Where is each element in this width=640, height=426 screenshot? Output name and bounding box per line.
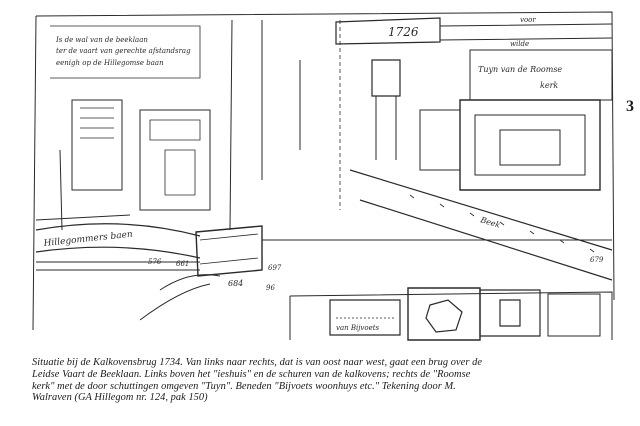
beek-road bbox=[349, 169, 613, 281]
measure-96: 96 bbox=[266, 284, 275, 292]
bridge bbox=[195, 225, 263, 277]
road-lines bbox=[229, 19, 301, 231]
church-building bbox=[419, 99, 601, 191]
bijvoets-buildings bbox=[289, 287, 613, 341]
note-line-2: ter de vaart van gerechte afstandsrag bbox=[56, 47, 191, 55]
top-right-label-2: wilde bbox=[510, 40, 529, 48]
left-road-label: Hillegommers baen bbox=[42, 230, 133, 249]
note-line-3: eenigh op de Hillegomse baan bbox=[56, 59, 164, 67]
tuyn-area bbox=[469, 49, 613, 101]
year-box bbox=[335, 17, 441, 45]
small-building bbox=[371, 59, 401, 97]
canal-lines bbox=[36, 239, 612, 271]
top-right-label-1: voor bbox=[520, 16, 536, 24]
note-line-1: Is de wal van de beeklaan bbox=[55, 36, 148, 44]
measure-679: 679 bbox=[590, 256, 604, 264]
lower-canal bbox=[139, 274, 221, 321]
tuyn-label-1: Tuyn van de Roomse bbox=[478, 65, 562, 74]
caption-line-1: Situatie bij de Kalkovensbrug 1734. Van … bbox=[32, 357, 482, 368]
top-fence bbox=[439, 23, 613, 41]
measure-697: 697 bbox=[268, 264, 282, 272]
beek-label: Beek bbox=[478, 215, 501, 230]
measure-576: 576 bbox=[148, 258, 162, 266]
note-box bbox=[50, 25, 201, 79]
map-frame bbox=[32, 11, 615, 331]
tuyn-label-2: kerk bbox=[540, 81, 558, 90]
page-edge-mark: 3 bbox=[626, 98, 634, 115]
bottom-label: van Bijvoets bbox=[336, 324, 380, 332]
year-label: 1726 bbox=[388, 25, 419, 39]
caption-line-2: Leidse Vaart de Beeklaan. Links boven he… bbox=[32, 368, 471, 380]
historical-map-drawing: Is de wal van de beeklaan ter de vaart v… bbox=[32, 11, 615, 341]
canal-banks bbox=[35, 223, 201, 259]
kalkoven-buildings bbox=[35, 99, 211, 231]
measure-684: 684 bbox=[228, 279, 243, 288]
figure-caption: Situatie bij de Kalkovensbrug 1734. Van … bbox=[32, 357, 612, 404]
caption-line-4: Walraven (GA Hillegom nr. 124, pak 150) bbox=[32, 392, 208, 404]
measure-661: 661 bbox=[176, 260, 189, 268]
caption-line-3: kerk" met de door schuttingen omgeven "T… bbox=[32, 380, 456, 392]
